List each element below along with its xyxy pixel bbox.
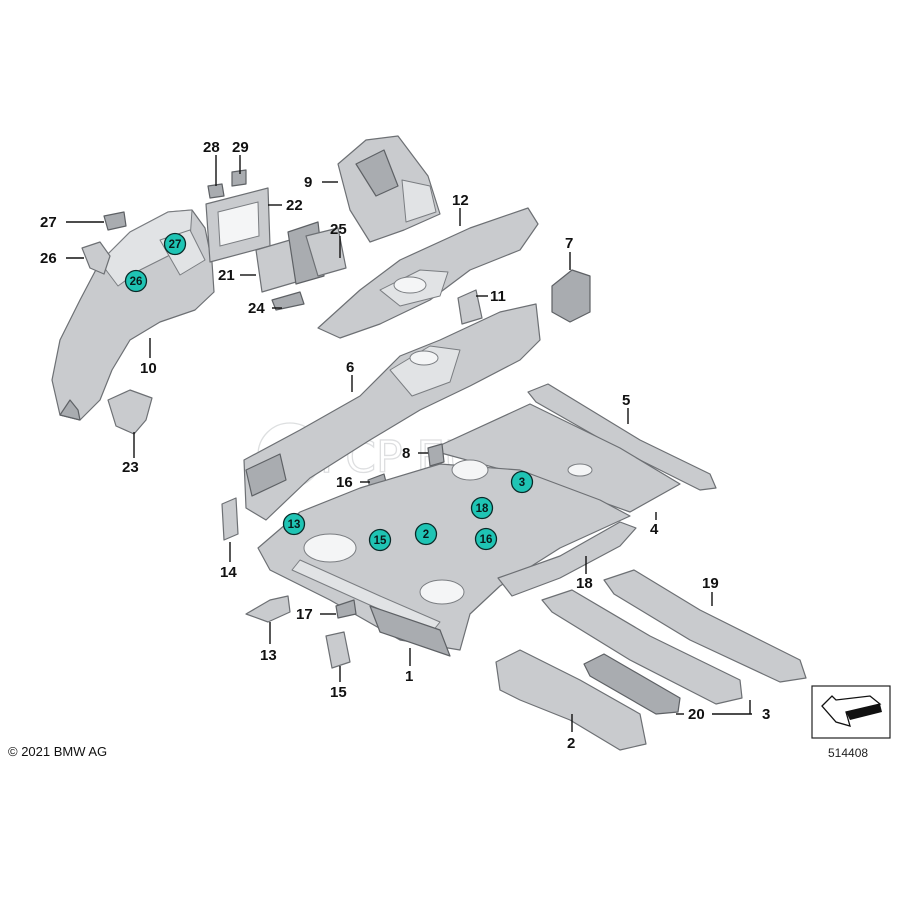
callout-24[interactable]: 24	[248, 300, 265, 317]
part-12-trunk-floor[interactable]	[317, 207, 539, 339]
callout-26[interactable]: 26	[40, 250, 57, 267]
part-13-bracket[interactable]	[245, 595, 291, 623]
callout-16[interactable]: 16	[336, 474, 353, 491]
callout-27[interactable]: 27	[40, 214, 57, 231]
part-11-bracket[interactable]	[457, 289, 483, 325]
callout-3[interactable]: 3	[762, 706, 770, 723]
callout-19[interactable]: 19	[702, 575, 719, 592]
part-8-clip[interactable]	[427, 443, 445, 467]
callout-7[interactable]: 7	[565, 235, 573, 252]
part-7-bracket[interactable]	[551, 269, 591, 323]
callout-1[interactable]: 1	[405, 668, 413, 685]
part-25-bracket[interactable]	[305, 227, 347, 277]
bubble-2[interactable]: 2	[414, 522, 438, 546]
part-23-bracket[interactable]	[107, 389, 153, 435]
callout-18[interactable]: 18	[576, 575, 593, 592]
callout-4[interactable]: 4	[650, 521, 659, 538]
svg-text:15: 15	[374, 535, 387, 547]
document-number: 514408	[828, 746, 869, 760]
svg-text:2: 2	[423, 529, 429, 541]
callout-25[interactable]: 25	[330, 221, 347, 238]
copyright-text: © 2021 BMW AG	[8, 744, 108, 759]
bubble-18[interactable]: 18	[470, 496, 494, 520]
bubble-26[interactable]: 26	[124, 269, 148, 293]
bubble-3[interactable]: 3	[510, 470, 534, 494]
callout-12[interactable]: 12	[452, 192, 469, 209]
callout-8[interactable]: 8	[402, 445, 410, 462]
part-19-rail[interactable]	[603, 569, 807, 683]
part-10-wheelhouse[interactable]	[51, 209, 215, 421]
svg-text:18: 18	[476, 503, 489, 515]
bubble-13[interactable]: 13	[282, 512, 306, 536]
callout-28[interactable]: 28	[203, 139, 220, 156]
callout-10[interactable]: 10	[140, 360, 157, 377]
callout-6[interactable]: 6	[346, 359, 354, 376]
callout-21[interactable]: 21	[218, 267, 235, 284]
part-18-rail[interactable]	[497, 521, 637, 597]
callout-15[interactable]: 15	[330, 684, 347, 701]
callout-11[interactable]: 11	[490, 288, 506, 305]
bubble-15[interactable]: 15	[368, 528, 392, 552]
callout-29[interactable]: 29	[232, 139, 249, 156]
callout-13[interactable]: 13	[260, 647, 277, 664]
part-28-clip[interactable]	[207, 183, 225, 199]
part-9-panel[interactable]	[337, 135, 441, 243]
bubble-16[interactable]: 16	[474, 527, 498, 551]
part-17-bracket[interactable]	[335, 599, 357, 619]
part-2-rail[interactable]	[495, 649, 647, 751]
part-24-bracket[interactable]	[271, 291, 305, 311]
highlight-bubbles: 27 26 13 15 2 18 16 3	[124, 232, 534, 552]
orientation-box	[811, 685, 891, 739]
callout-numbers: 28 29 22 9 12 7 27 26 25 21 24 10 11 6 5…	[40, 139, 770, 752]
callout-5[interactable]: 5	[622, 392, 630, 409]
svg-text:16: 16	[480, 534, 493, 546]
callout-9[interactable]: 9	[304, 174, 312, 191]
part-20-rail[interactable]	[541, 589, 743, 715]
leader-lines	[66, 155, 752, 732]
callout-23[interactable]: 23	[122, 459, 139, 476]
part-22-plate[interactable]	[205, 187, 271, 263]
callout-14[interactable]: 14	[220, 564, 237, 581]
bubble-27[interactable]: 27	[163, 232, 187, 256]
callout-22[interactable]: 22	[286, 197, 303, 214]
svg-text:13: 13	[288, 519, 301, 531]
callout-2[interactable]: 2	[567, 735, 575, 752]
part-26-bracket[interactable]	[81, 241, 111, 275]
svg-text:3: 3	[519, 477, 525, 489]
part-29-clip[interactable]	[231, 169, 247, 187]
part-5-crossmember[interactable]	[527, 383, 717, 491]
svg-text:27: 27	[169, 239, 182, 251]
callout-17[interactable]: 17	[296, 606, 313, 623]
part-14-bracket[interactable]	[221, 497, 239, 541]
part-27-bracket[interactable]	[103, 211, 127, 231]
svg-text:26: 26	[130, 276, 143, 288]
part-6-rail[interactable]	[243, 303, 541, 521]
part-15-bracket[interactable]	[325, 631, 351, 669]
callout-20[interactable]: 20	[688, 706, 705, 723]
